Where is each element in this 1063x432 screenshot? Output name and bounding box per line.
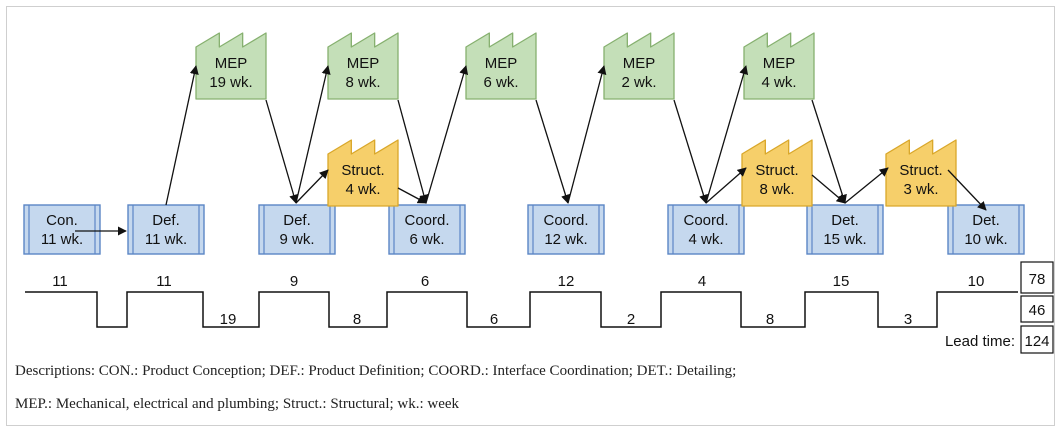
timeline-step-line [25, 291, 1018, 328]
timeline-upper-label: 10 [968, 273, 985, 290]
process-box-title: Coord. [683, 212, 728, 229]
arrow-coord1-mep3 [425, 65, 469, 204]
factory-title: MEP [347, 55, 380, 72]
process-box-duration: 4 wk. [688, 231, 723, 248]
process-box-def2: Def. 9 wk. [258, 204, 336, 255]
process-box-title: Def. [283, 212, 311, 229]
arrow-struct2-det1 [811, 174, 846, 204]
arrow-mep3-coord2 [535, 99, 570, 204]
factory-duration: 4 wk. [345, 181, 380, 198]
timeline-upper-label: 11 [52, 273, 68, 290]
timeline-upper-label: 4 [698, 273, 706, 290]
process-box-det2: Det. 10 wk. [947, 204, 1025, 255]
process-box-coord3: Coord. 4 wk. [667, 204, 745, 255]
factory-icon-struct3: Struct. 3 wk. [885, 139, 957, 207]
process-box-duration: 11 wk. [145, 231, 187, 248]
factory-title: Struct. [755, 162, 798, 179]
total-value-added-box [1020, 261, 1054, 294]
arrow-coord3-mep5 [705, 65, 749, 204]
total-value-added: 78 [1029, 271, 1046, 288]
timeline-lower-label: 2 [627, 311, 635, 328]
arrow-struct3-det2 [947, 169, 987, 211]
arrow-mep4-coord3 [673, 99, 708, 204]
process-box-title: Def. [152, 212, 180, 229]
arrow-def1-mep1 [165, 65, 199, 206]
arrow-struct1-coord1 [397, 187, 427, 204]
process-box-duration: 9 wk. [279, 231, 314, 248]
process-box-con: Con. 11 wk. [23, 204, 101, 255]
process-box-title: Coord. [543, 212, 588, 229]
arrow-def2-mep2 [295, 65, 331, 204]
timeline-lower-label: 6 [490, 311, 498, 328]
factory-title: MEP [763, 55, 796, 72]
factory-duration: 8 wk. [345, 74, 380, 91]
factory-icon-mep2: MEP 8 wk. [327, 32, 399, 100]
arrow-det1-struct3 [844, 167, 889, 204]
process-box-duration: 12 wk. [544, 231, 587, 248]
timeline-lower-label: 19 [220, 311, 237, 328]
process-box-duration: 15 wk. [823, 231, 866, 248]
factory-title: MEP [215, 55, 248, 72]
factory-icon-mep4: MEP 2 wk. [603, 32, 675, 100]
total-non-value-added: 46 [1029, 302, 1046, 319]
factory-icon-mep1: MEP 19 wk. [195, 32, 267, 100]
timeline-lower-label: 8 [353, 311, 361, 328]
timeline-upper-label: 11 [156, 273, 172, 290]
process-box-duration: 6 wk. [409, 231, 444, 248]
factory-duration: 3 wk. [903, 181, 938, 198]
total-non-value-added-box [1020, 295, 1054, 323]
process-box-title: Coord. [404, 212, 449, 229]
process-box-def1: Def. 11 wk. [127, 204, 205, 255]
total-lead-time-box [1020, 325, 1054, 354]
factory-icon-struct1: Struct. 4 wk. [327, 139, 399, 207]
arrow-mep5-det1 [811, 99, 847, 204]
arrow-coord3-struct2 [705, 167, 747, 204]
factory-icon-mep5: MEP 4 wk. [743, 32, 815, 100]
process-box-coord2: Coord. 12 wk. [527, 204, 605, 255]
factory-icon-mep3: MEP 6 wk. [465, 32, 537, 100]
timeline-upper-label: 12 [558, 273, 575, 290]
process-box-det1: Det. 15 wk. [806, 204, 884, 255]
factory-title: Struct. [899, 162, 942, 179]
factory-duration: 2 wk. [621, 74, 656, 91]
process-box-title: Det. [972, 212, 1000, 229]
factory-duration: 6 wk. [483, 74, 518, 91]
timeline-upper-label: 6 [421, 273, 429, 290]
arrow-mep1-def2 [265, 99, 299, 204]
process-box-title: Det. [831, 212, 859, 229]
process-box-duration: 11 wk. [41, 231, 83, 248]
factory-duration: 8 wk. [759, 181, 794, 198]
description-line-1: Descriptions: CON.: Product Conception; … [15, 363, 737, 379]
factory-duration: 19 wk. [209, 74, 252, 91]
factory-duration: 4 wk. [761, 74, 796, 91]
lead-time-total: 124 [1024, 333, 1049, 350]
process-box-title: Con. [46, 212, 78, 229]
process-box-duration: 10 wk. [964, 231, 1007, 248]
factory-title: Struct. [341, 162, 384, 179]
timeline-upper-label: 9 [290, 273, 298, 290]
factory-icon-struct2: Struct. 8 wk. [741, 139, 813, 207]
timeline-lower-label: 8 [766, 311, 774, 328]
process-box-coord1: Coord. 6 wk. [388, 204, 466, 255]
factory-title: MEP [623, 55, 656, 72]
lead-time-label: Lead time: [945, 333, 1015, 350]
arrow-coord2-mep4 [567, 65, 607, 204]
arrow-mep2-coord1 [397, 99, 429, 204]
timeline-lower-label: 3 [904, 311, 912, 328]
arrow-def2-struct1 [295, 169, 329, 204]
description-line-2: MEP.: Mechanical, electrical and plumbin… [15, 396, 460, 412]
timeline-upper-label: 15 [833, 273, 850, 290]
factory-title: MEP [485, 55, 518, 72]
